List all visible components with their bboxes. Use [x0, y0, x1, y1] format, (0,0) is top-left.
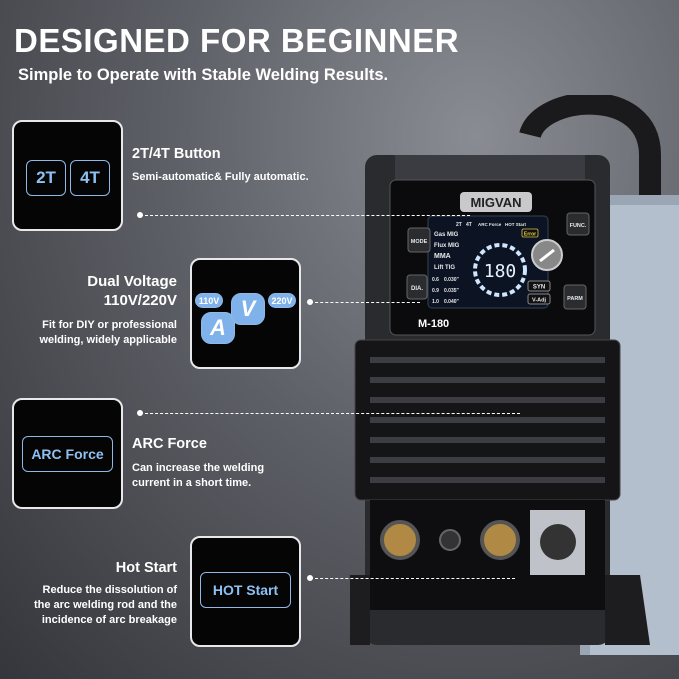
feature-voltage-title-2: 110V/220V [103, 292, 177, 309]
feature-arc-box: ARC Force [12, 398, 123, 509]
feature-hotstart-desc-3: incidence of arc breakage [41, 614, 177, 626]
feature-hotstart-title: Hot Start [115, 560, 177, 576]
parm-button-label: PARM [567, 296, 583, 302]
110v-key: 110V [195, 293, 223, 308]
dia-button[interactable] [406, 274, 428, 300]
mode-gas-mig: Gas MIG [434, 232, 459, 238]
v-adj-button-label: V-Adj [532, 298, 547, 304]
feature-arc-desc-1: Can increase the welding [132, 462, 265, 474]
callout-line [140, 413, 520, 414]
wire-size-metric: 0.6 [432, 277, 439, 283]
feature-2t4t-desc: Semi-automatic& Fully automatic. [132, 171, 309, 183]
wire-size-metric: 0.9 [432, 288, 439, 294]
dia-button-label: DIA. [411, 286, 423, 292]
page-subtitle: Simple to Operate with Stable Welding Re… [18, 66, 389, 84]
4t-indicator: 4T [466, 222, 472, 228]
mode-lift-tig: Lift TIG [434, 265, 455, 271]
callout-line [140, 215, 470, 216]
feature-arc-desc-2: current in a short time. [132, 477, 252, 489]
mode-flux-mig: Flux MIG [434, 243, 460, 249]
model-label: M-180 [418, 318, 449, 330]
hot-start-indicator: HOT Start [505, 222, 527, 227]
callout-line [310, 578, 515, 579]
2t-indicator: 2T [456, 222, 462, 228]
error-indicator-label: Error [524, 232, 536, 238]
feature-voltage-box: 110V A V 220V [190, 258, 301, 369]
syn-button[interactable] [527, 280, 551, 292]
wire-size-metric: 1.0 [432, 299, 439, 305]
syn-button-label: SYN [533, 285, 545, 291]
wire-size-inch: 0.030" [444, 277, 460, 283]
feature-hotstart-desc-2: the arc welding rod and the [33, 599, 177, 611]
callout-dot [137, 211, 143, 218]
feature-2t4t-box: 2T 4T [12, 120, 123, 231]
welder-machine-image: MIGVAN 180 MODE DIA. FUNC. PARM 2T 4T AR… [350, 95, 679, 655]
volt-key: V [231, 293, 265, 325]
func-button-label: FUNC. [570, 223, 587, 229]
parm-button[interactable] [563, 284, 587, 310]
callout-dot [137, 409, 143, 416]
error-indicator [521, 228, 539, 238]
feature-hotstart-box: HOT Start [190, 536, 301, 647]
feature-voltage-title: Dual Voltage [87, 273, 177, 290]
arc-force-indicator: ARC Force [478, 222, 502, 227]
220v-key: 220V [268, 293, 296, 308]
current-display: 180 [484, 261, 517, 282]
wire-size-inch: 0.040" [444, 299, 460, 305]
wire-size-inch: 0.035" [444, 288, 460, 294]
2t-key: 2T [26, 160, 66, 196]
mode-button[interactable] [407, 227, 431, 253]
callout-dot [307, 574, 313, 581]
brand-logo: MIGVAN [470, 195, 521, 210]
callout-dot [307, 298, 313, 305]
mode-button-label: MODE [411, 239, 428, 245]
v-adj-button[interactable] [527, 293, 551, 305]
feature-voltage-desc-2: welding, widely applicable [39, 334, 177, 346]
feature-hotstart-desc-1: Reduce the dissolution of [42, 584, 177, 596]
hot-start-key: HOT Start [200, 572, 291, 608]
page-title: DESIGNED FOR BEGINNER [14, 22, 460, 59]
feature-arc-title: ARC Force [132, 436, 207, 452]
mode-mma: MMA [434, 253, 451, 260]
arc-force-key: ARC Force [22, 436, 113, 472]
feature-2t4t-title: 2T/4T Button [132, 146, 221, 162]
4t-key: 4T [70, 160, 110, 196]
amp-key: A [201, 312, 235, 344]
callout-line [310, 302, 420, 303]
feature-voltage-desc-1: Fit for DIY or professional [42, 319, 177, 331]
func-button[interactable] [566, 212, 590, 236]
